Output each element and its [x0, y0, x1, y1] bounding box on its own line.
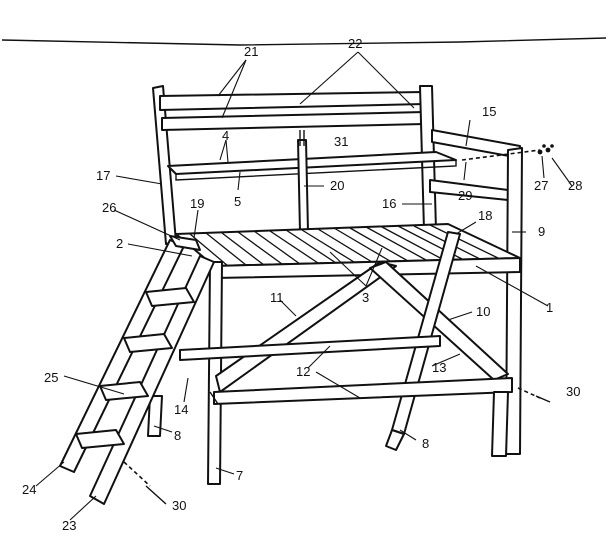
callout-26: 26: [102, 200, 116, 215]
callout-5: 5: [234, 194, 241, 209]
callout-13: 13: [432, 360, 446, 375]
callout-16: 16: [382, 196, 396, 211]
upper-back-rail: [159, 91, 425, 111]
cross-brace-left: [215, 261, 397, 393]
callout-27: 27: [534, 178, 548, 193]
callout-24: 24: [22, 482, 36, 497]
lower-back-rail-12: [179, 335, 441, 361]
callout-18: 18: [478, 208, 492, 223]
bolt-30-ladder-head: [145, 485, 167, 505]
callout-11: 11: [270, 290, 284, 305]
callout-23: 23: [62, 518, 76, 533]
desk-shelf-front-edge: [175, 160, 457, 181]
callout-9: 9: [538, 224, 545, 239]
leg-8-right: [385, 429, 405, 451]
callout-28: 28: [568, 178, 582, 193]
callout-10: 10: [476, 304, 490, 319]
callout-31: 31: [334, 134, 348, 149]
scan-edge-line: [1, 37, 607, 46]
lower-front-rail-top: [209, 391, 219, 405]
ladder-hook: [169, 235, 201, 251]
ladder-steps: [75, 287, 195, 449]
callout-7: 7: [236, 468, 243, 483]
desk-shelf: [167, 151, 457, 175]
callout-12: 12: [296, 364, 310, 379]
screw-31: [299, 130, 305, 146]
callout-17: 17: [96, 168, 110, 183]
callout-21: 21: [244, 44, 258, 59]
callout-8-right: 8: [422, 436, 429, 451]
lower-back-rail: [161, 111, 425, 131]
right-post-foot: [491, 391, 509, 457]
callout-15: 15: [482, 104, 496, 119]
front-left-post: [207, 261, 223, 485]
washer-28: [545, 147, 551, 153]
callout-30-right: 30: [566, 384, 580, 399]
callout-25: 25: [44, 370, 58, 385]
callout-29: 29: [458, 188, 472, 203]
leg-8-left: [147, 395, 163, 437]
callout-19: 19: [190, 196, 204, 211]
callout-8-left: 8: [174, 428, 181, 443]
bolt-30-right-head: [535, 395, 551, 403]
callout-14: 14: [174, 402, 188, 417]
bolt-30-ladder: [123, 461, 151, 487]
callout-3: 3: [362, 290, 369, 305]
leader-lines: [35, 51, 573, 521]
callout-2: 2: [116, 236, 123, 251]
nut-27: [537, 149, 543, 155]
callout-1: 1: [546, 300, 553, 315]
callout-4: 4: [222, 128, 229, 143]
bolt-29: [461, 149, 541, 161]
callout-labels: 21 22 4 31 15 17 5 20 16 29 27 28 26 19 …: [22, 36, 582, 533]
lower-front-rail: [213, 377, 513, 405]
callout-22: 22: [348, 36, 362, 51]
callout-20: 20: [330, 178, 344, 193]
cross-brace-right: [369, 261, 509, 381]
callout-30-ladder: 30: [172, 498, 186, 513]
